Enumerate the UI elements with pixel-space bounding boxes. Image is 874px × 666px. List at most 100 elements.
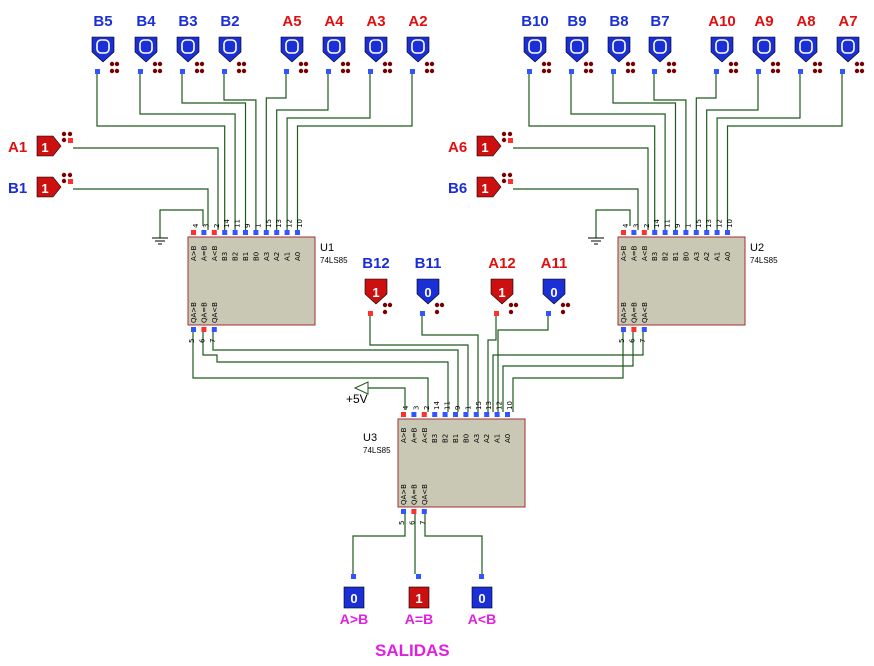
- logic-probe-aeqb: 1: [408, 574, 430, 609]
- led-dot: [152, 61, 158, 67]
- pin-marker: [621, 230, 626, 235]
- pin-marker: [631, 327, 637, 332]
- logic-toggle-a2[interactable]: [406, 36, 435, 74]
- led-dot: [61, 178, 67, 184]
- led-dot: [199, 68, 205, 74]
- pin-name: B3: [221, 252, 229, 261]
- logic-toggle-b2[interactable]: [218, 36, 247, 74]
- logic-toggle-a11[interactable]: 0: [542, 278, 571, 316]
- logic-toggle-b12[interactable]: 1: [364, 278, 393, 316]
- logic-toggle-b4[interactable]: [134, 36, 163, 74]
- pin-number: 2: [213, 224, 221, 228]
- pin-number: 14: [433, 401, 441, 410]
- logic-toggle-b1[interactable]: 1: [36, 172, 73, 198]
- probe-body: [408, 586, 430, 609]
- logic-toggle-a4[interactable]: [322, 36, 351, 74]
- led-dot: [67, 172, 73, 178]
- wire: [223, 74, 257, 230]
- led-dot: [61, 137, 67, 143]
- pin-marker: [401, 412, 406, 417]
- pin-name: A0: [724, 252, 732, 261]
- pin-marker: [494, 412, 500, 417]
- pin-number: 11: [664, 219, 672, 228]
- pin-name: A>B: [400, 427, 408, 443]
- toggle-body[interactable]: [476, 135, 502, 157]
- pin-marker: [683, 230, 689, 235]
- led-dot: [345, 61, 351, 67]
- pin-marker: [494, 311, 499, 316]
- logic-probe-altb: 0: [471, 574, 493, 609]
- toggle-label-a6: A6: [448, 139, 467, 156]
- pin-marker: [68, 179, 73, 184]
- logic-toggle-b8[interactable]: [607, 36, 636, 74]
- toggle-body[interactable]: [36, 176, 62, 198]
- led-dot: [152, 68, 158, 74]
- chip-body: [187, 236, 316, 326]
- toggle-digit-icon: [612, 39, 626, 54]
- led-dot: [434, 309, 440, 315]
- toggle-digit-icon: [96, 39, 110, 54]
- toggle-label-a11: A11: [541, 255, 568, 272]
- chip-label-u1: U1: [320, 242, 334, 254]
- pin-marker: [368, 311, 373, 316]
- toggle-body[interactable]: [476, 176, 502, 198]
- pin-marker: [263, 230, 269, 235]
- pin-marker: [569, 69, 574, 74]
- pin-marker: [211, 327, 217, 332]
- chip-body: [397, 418, 526, 508]
- toggle-state-digit: 1: [41, 181, 48, 196]
- logic-toggle-b3[interactable]: [176, 36, 205, 74]
- logic-toggle-b9[interactable]: [565, 36, 594, 74]
- logic-toggle-b11[interactable]: 0: [416, 278, 445, 316]
- pin-marker: [508, 179, 513, 184]
- logic-toggle-a12[interactable]: 1: [490, 278, 519, 316]
- logic-toggle-b7[interactable]: [648, 36, 677, 74]
- pin-marker: [631, 230, 637, 235]
- logic-toggle-a3[interactable]: [364, 36, 393, 74]
- toggle-body[interactable]: [36, 135, 62, 157]
- wire: [286, 74, 371, 230]
- pin-marker: [611, 69, 616, 74]
- logic-toggle-b6[interactable]: 1: [476, 172, 513, 198]
- toggle-body[interactable]: [490, 278, 514, 305]
- pin-marker: [253, 230, 259, 235]
- led-dot: [501, 178, 507, 184]
- toggle-body[interactable]: [364, 278, 388, 305]
- pin-number: 9: [674, 224, 682, 228]
- led-dot: [340, 68, 346, 74]
- toggle-label-a5: A5: [282, 13, 301, 30]
- wire: [296, 74, 413, 230]
- led-dot: [854, 68, 860, 74]
- led-dot: [507, 172, 513, 178]
- pin-marker: [222, 230, 228, 235]
- pin-marker: [222, 69, 227, 74]
- toggle-digit-icon: [757, 39, 771, 54]
- led-dot: [298, 61, 304, 67]
- logic-toggle-a9[interactable]: [752, 36, 781, 74]
- logic-toggle-a1[interactable]: 1: [36, 131, 73, 157]
- toggle-label-b6: B6: [448, 180, 467, 197]
- toggle-label-b10: B10: [521, 13, 549, 30]
- pin-name: A>B: [190, 245, 198, 261]
- logic-toggle-a10[interactable]: [710, 36, 739, 74]
- logic-toggle-b5[interactable]: [91, 36, 120, 74]
- pin-number: 14: [223, 219, 231, 228]
- logic-toggle-b10[interactable]: [523, 36, 552, 74]
- led-dot: [507, 131, 513, 137]
- pin-number: 7: [209, 339, 217, 343]
- led-dot: [812, 61, 818, 67]
- pin-number: 13: [705, 219, 713, 228]
- logic-toggle-a7[interactable]: [836, 36, 865, 74]
- wire: [726, 74, 843, 230]
- toggle-label-a8: A8: [796, 13, 815, 30]
- led-dot: [199, 61, 205, 67]
- toggle-body[interactable]: [542, 278, 566, 305]
- led-dot: [501, 137, 507, 143]
- led-dot: [770, 68, 776, 74]
- logic-toggle-a6[interactable]: 1: [476, 131, 513, 157]
- toggle-digit-icon: [653, 39, 667, 54]
- logic-toggle-a5[interactable]: [280, 36, 309, 74]
- toggle-body[interactable]: [416, 278, 440, 305]
- led-dot: [583, 61, 589, 67]
- logic-toggle-a8[interactable]: [794, 36, 823, 74]
